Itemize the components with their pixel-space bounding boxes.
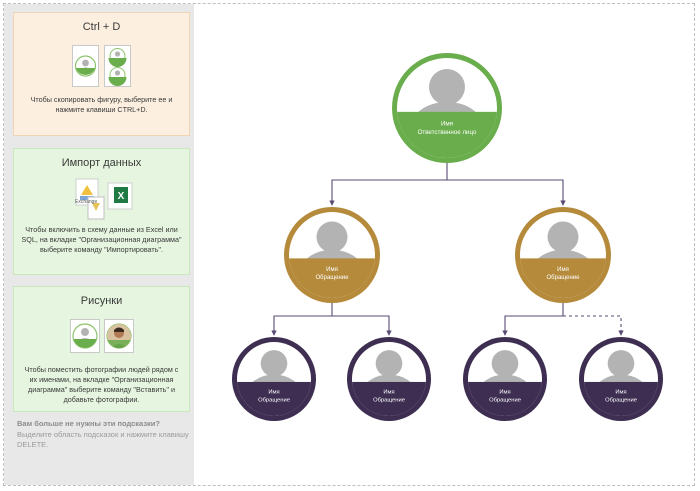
node-name: Имя (441, 121, 453, 128)
connector-arrow (447, 179, 566, 206)
node-name: Имя (326, 267, 338, 273)
svg-text:X: X (118, 191, 125, 202)
node-name: Имя (615, 389, 626, 395)
connector-arrow (332, 315, 392, 336)
person-placeholder-icon (260, 350, 288, 377)
tip-text: Чтобы скопировать фигуру, выберите ее и … (30, 95, 173, 114)
node-title: Обращение (605, 397, 637, 403)
person-placeholder-icon (429, 69, 465, 105)
import-data-illustration: X Exchange (74, 177, 136, 223)
duplicated-shapes-thumbnail (104, 45, 131, 87)
tip-card-import[interactable]: Импорт данных X Exchange Чтобы включить … (13, 148, 190, 275)
node-title: Обращение (547, 275, 581, 281)
tips-panel[interactable]: Ctrl + D Чтобы скопировать фигуру, выбер… (4, 4, 194, 485)
person-placeholder-icon (316, 221, 348, 253)
node-name: Имя (499, 389, 510, 395)
tip-card-pictures[interactable]: Рисунки Чтобы помести (13, 286, 190, 412)
node-title: Обращение (373, 397, 405, 403)
node-title: Ответственное лицо (418, 129, 477, 136)
tip-title: Рисунки (80, 295, 123, 307)
person-placeholder-icon (607, 350, 635, 377)
person-shape-thumbnail (72, 45, 99, 87)
hint-text: Выделите область подсказок и нажмите кла… (17, 429, 189, 450)
hint-text-block: Вам больше не нужны эти подсказки? Выдел… (17, 419, 192, 451)
tip-text: Чтобы включить в схему данные из Excel и… (21, 225, 182, 254)
connector-arrow (329, 163, 448, 206)
node-name: Имя (557, 267, 569, 273)
person-placeholder-icon (375, 350, 403, 377)
exchange-icon-label: Exchange (75, 199, 98, 205)
node-title: Обращение (258, 397, 290, 403)
tip-title: Импорт данных (61, 157, 142, 169)
tip-title: Ctrl + D (82, 21, 121, 33)
node-title: Обращение (316, 275, 350, 281)
person-placeholder-icon (491, 350, 519, 377)
node-name: Имя (383, 389, 394, 395)
person-placeholder-icon (547, 221, 579, 253)
node-title: Обращение (489, 397, 521, 403)
connector-arrow (563, 315, 624, 336)
connector-arrow (271, 303, 333, 336)
tip-card-duplicate[interactable]: Ctrl + D Чтобы скопировать фигуру, выбер… (13, 12, 190, 136)
connector-arrow (502, 303, 564, 336)
person-photo-thumbnail (104, 319, 134, 353)
hint-title: Вам больше не нужны эти подсказки? (17, 419, 160, 428)
connectors (271, 163, 624, 336)
node-name: Имя (268, 389, 279, 395)
tip-text: Чтобы поместить фотографии людей рядом с… (24, 365, 179, 404)
placeholder-photo-thumbnail (70, 319, 100, 353)
